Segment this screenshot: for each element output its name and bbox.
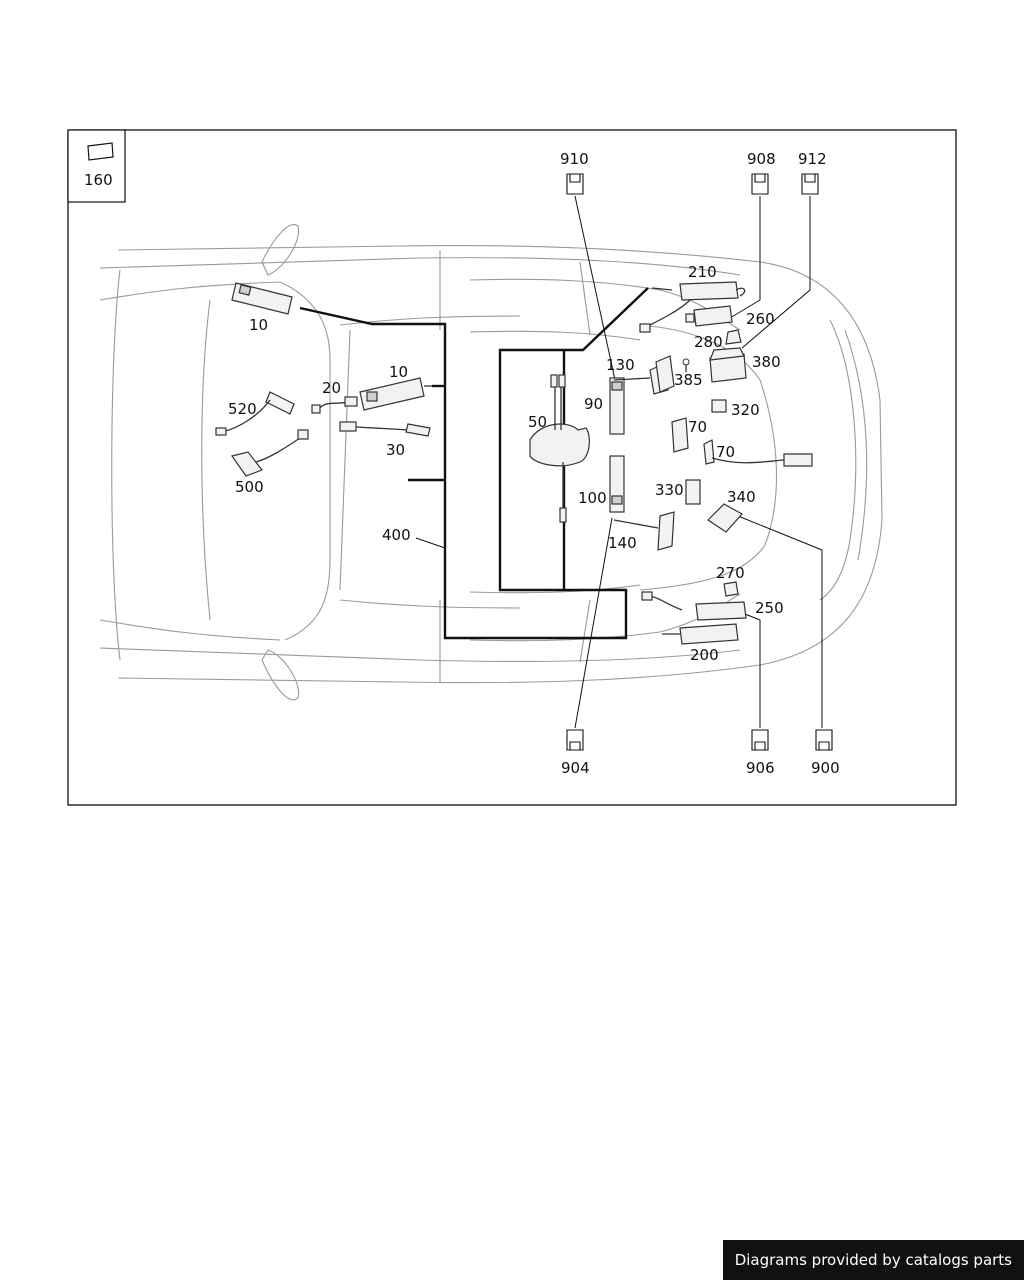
connector-908: 908: [747, 150, 776, 195]
label-400: 400: [382, 526, 411, 544]
part-10-front: [231, 282, 293, 315]
part-200: [662, 623, 739, 645]
label-70-a: 70: [688, 418, 707, 436]
part-labels: 10 10 20 30 50 70 70 90 100 130 140 200 …: [228, 263, 784, 664]
part-70-b: [703, 439, 813, 467]
label-50: 50: [528, 413, 547, 431]
label-330: 330: [655, 481, 684, 499]
connector-904: 904: [561, 729, 590, 777]
label-10-front: 10: [249, 316, 268, 334]
part-90: [609, 377, 625, 435]
leader-lines: [415, 195, 823, 729]
connector-900: 900: [811, 729, 840, 777]
label-30: 30: [386, 441, 405, 459]
label-380: 380: [752, 353, 781, 371]
part-20: [311, 396, 358, 414]
footer-attribution: Diagrams provided by catalogs parts: [722, 1240, 1024, 1280]
harness-lines: [299, 287, 649, 640]
connector-904-label: 904: [561, 759, 590, 777]
label-340: 340: [727, 488, 756, 506]
part-280: [725, 329, 742, 345]
legend-box: 160: [67, 129, 126, 203]
label-20: 20: [322, 379, 341, 397]
connector-906: 906: [746, 729, 775, 777]
label-90: 90: [584, 395, 603, 413]
car-outline: [99, 224, 883, 701]
part-100: [609, 455, 625, 513]
part-250: [641, 591, 747, 621]
part-10-rear: [359, 377, 432, 411]
part-330: [685, 479, 701, 505]
label-140: 140: [608, 534, 637, 552]
part-385: [655, 355, 690, 393]
part-520: [215, 391, 295, 436]
label-280: 280: [694, 333, 723, 351]
legend-code: 160: [84, 171, 113, 189]
connector-906-label: 906: [746, 759, 775, 777]
connector-912: 912: [798, 150, 827, 195]
label-320: 320: [731, 401, 760, 419]
connector-910-label: 910: [560, 150, 589, 168]
label-200: 200: [690, 646, 719, 664]
label-10-rear: 10: [389, 363, 408, 381]
part-260: [685, 305, 733, 327]
part-210: [639, 281, 746, 333]
part-50: [529, 374, 590, 523]
label-100: 100: [578, 489, 607, 507]
part-320: [711, 399, 727, 413]
connector-912-label: 912: [798, 150, 827, 168]
label-210: 210: [688, 263, 717, 281]
label-500: 500: [235, 478, 264, 496]
part-340: [707, 503, 743, 533]
label-70-b: 70: [716, 443, 735, 461]
part-500: [231, 429, 309, 477]
part-70-a: [671, 417, 689, 453]
label-385: 385: [674, 371, 703, 389]
label-520: 520: [228, 400, 257, 418]
part-140: [613, 511, 675, 551]
part-380: [709, 347, 747, 383]
connector-900-label: 900: [811, 759, 840, 777]
label-130: 130: [606, 356, 635, 374]
part-270: [723, 581, 739, 597]
label-260: 260: [746, 310, 775, 328]
label-270: 270: [716, 564, 745, 582]
connector-908-label: 908: [747, 150, 776, 168]
diagram-frame: [67, 129, 957, 806]
connector-910: 910: [560, 150, 589, 195]
part-30: [339, 421, 431, 437]
label-250: 250: [755, 599, 784, 617]
